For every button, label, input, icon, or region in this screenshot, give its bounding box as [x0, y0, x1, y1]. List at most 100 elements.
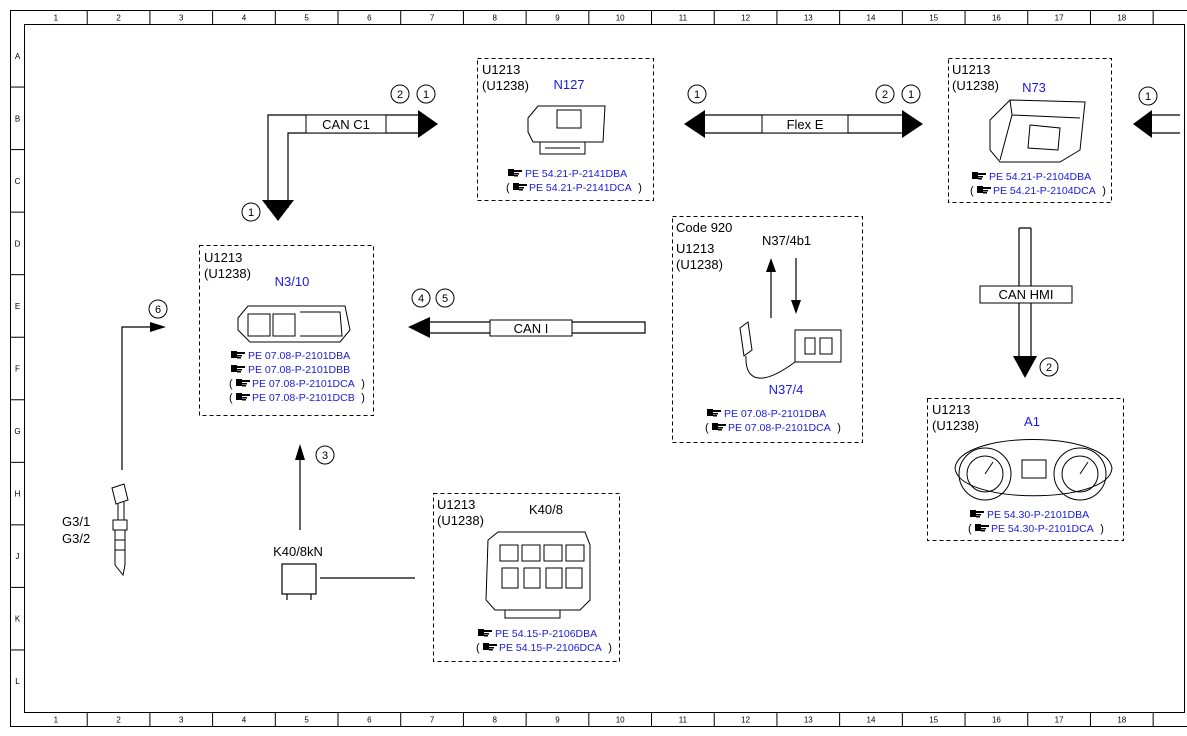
- pointing-hand-icon: [236, 393, 250, 401]
- reference-text[interactable]: PE 54.30-P-2101DBA: [987, 509, 1089, 521]
- row-label: G: [14, 427, 20, 436]
- reference-item[interactable]: (PE 54.21-P-2104DCA): [970, 185, 1106, 197]
- reference-item[interactable]: PE 07.08-P-2101DBB: [231, 364, 350, 376]
- svg-text:3: 3: [322, 450, 328, 462]
- pointing-hand-icon: [513, 183, 527, 191]
- a1-code-alt: (U1238): [932, 418, 979, 433]
- can-hmi-bus: CAN HMI: [979, 227, 1073, 378]
- far-right-bus: [1133, 110, 1180, 138]
- reference-item[interactable]: PE 07.08-P-2101DBA: [231, 350, 350, 362]
- pointing-hand-icon: [970, 510, 984, 518]
- column-label: 3: [179, 716, 184, 725]
- reference-item[interactable]: (PE 54.21-P-2141DCA): [506, 182, 642, 194]
- reference-item[interactable]: PE 54.30-P-2101DBA: [970, 509, 1089, 521]
- reference-text[interactable]: PE 07.08-P-2101DBB: [248, 364, 350, 376]
- n3-10-module-illustration: [237, 305, 351, 343]
- marker-can-hmi-down: 2: [1039, 357, 1059, 377]
- reference-text[interactable]: PE 07.08-P-2101DCA: [252, 378, 355, 390]
- component-n37: Code 920 U1213 (U1238) N37/4b1 N37/4 PE …: [672, 216, 863, 443]
- pointing-hand-icon: [508, 169, 522, 177]
- reference-item[interactable]: ( PE 07.08-P-2101DCA): [229, 378, 365, 390]
- n37-refs: PE 07.08-P-2101DBA (PE 07.08-P-2101DCA): [705, 408, 841, 434]
- open-paren: (: [506, 182, 510, 194]
- pointing-hand-icon: [712, 423, 726, 431]
- pointing-hand-icon: [483, 643, 497, 651]
- column-label: 5: [304, 14, 309, 23]
- row-label: C: [15, 177, 21, 186]
- marker-can-i-a: 4: [411, 288, 431, 308]
- reference-text[interactable]: PE 54.21-P-2141DCA: [529, 182, 632, 194]
- g3-signal-line: [121, 322, 166, 470]
- row-label: F: [15, 365, 20, 374]
- column-label: 12: [741, 716, 750, 725]
- column-label: 14: [867, 716, 876, 725]
- marker-g3-signal: 6: [148, 299, 168, 319]
- can-c1-bus: CAN C1: [262, 110, 438, 221]
- component-k40-8: U1213 (U1238) K40/8 PE 54.15-P-2106DBA(P…: [433, 493, 620, 662]
- reference-item[interactable]: PE 54.21-P-2141DBA: [508, 168, 627, 180]
- column-label: 13: [804, 716, 813, 725]
- reference-text[interactable]: PE 07.08-P-2101DCA: [728, 422, 831, 434]
- n37-code: U1213: [676, 241, 714, 256]
- reference-text[interactable]: PE 54.21-P-2141DBA: [525, 168, 627, 180]
- n127-name: N127: [553, 77, 584, 92]
- column-label: 4: [242, 716, 247, 725]
- reference-item[interactable]: PE 54.15-P-2106DBA: [478, 628, 597, 640]
- column-label: 9: [555, 716, 560, 725]
- svg-text:1: 1: [694, 89, 700, 101]
- n73-refs: PE 54.21-P-2104DBA(PE 54.21-P-2104DCA): [970, 171, 1106, 197]
- reference-text[interactable]: PE 54.30-P-2101DCA: [991, 523, 1094, 535]
- pointing-hand-icon: [236, 379, 250, 387]
- reference-text[interactable]: PE 07.08-P-2101DBA: [248, 350, 350, 362]
- k40-fusebox-illustration: [485, 531, 591, 619]
- k40-name: K40/8: [529, 502, 563, 517]
- n3-10-name: N3/10: [275, 274, 310, 289]
- n3-10-code-alt: (U1238): [204, 266, 251, 281]
- svg-text:1: 1: [248, 207, 254, 219]
- reference-item[interactable]: (PE 54.15-P-2106DCA): [476, 642, 612, 654]
- g3-sensor-illustration: [111, 483, 129, 577]
- column-label: 17: [1055, 14, 1064, 23]
- row-label: E: [15, 302, 20, 311]
- column-label: 12: [741, 14, 750, 23]
- close-paren: ): [361, 378, 365, 390]
- column-label: 18: [1117, 14, 1126, 23]
- n73-name: N73: [1022, 80, 1046, 95]
- reference-text[interactable]: PE 54.21-P-2104DCA: [993, 185, 1096, 197]
- n127-module-illustration: [527, 105, 606, 155]
- pointing-hand-icon: [972, 172, 986, 180]
- reference-item[interactable]: (PE 07.08-P-2101DCA): [705, 422, 841, 434]
- svg-text:2: 2: [882, 89, 888, 101]
- pointing-hand-icon: [231, 365, 245, 373]
- reference-text[interactable]: PE 54.15-P-2106DCA: [499, 642, 602, 654]
- svg-text:1: 1: [1145, 91, 1151, 103]
- k40-code: U1213: [437, 497, 475, 512]
- marker-far-right: 1: [1138, 86, 1158, 106]
- reference-text[interactable]: PE 54.21-P-2104DBA: [989, 171, 1091, 183]
- row-label: K: [15, 615, 21, 624]
- column-label: 15: [929, 716, 938, 725]
- n127-code: U1213: [482, 62, 520, 77]
- open-paren: (: [229, 378, 233, 390]
- column-label: 4: [242, 14, 247, 23]
- can-c1-label: CAN C1: [322, 117, 370, 132]
- marker-can-i-b: 5: [435, 288, 455, 308]
- can-hmi-label: CAN HMI: [999, 287, 1054, 302]
- marker-can-c1-down: 1: [241, 202, 261, 222]
- a1-refs: PE 54.30-P-2101DBA (PE 54.30-P-2101DCA): [968, 509, 1104, 535]
- reference-item[interactable]: (PE 54.30-P-2101DCA): [968, 523, 1104, 535]
- reference-item[interactable]: PE 07.08-P-2101DBA: [707, 408, 826, 420]
- reference-text[interactable]: PE 07.08-P-2101DCB: [252, 392, 355, 404]
- column-label: 10: [616, 14, 625, 23]
- open-paren: (: [970, 185, 974, 197]
- column-label: 14: [867, 14, 876, 23]
- svg-text:1: 1: [423, 89, 429, 101]
- column-label: 8: [493, 14, 498, 23]
- reference-item[interactable]: PE 54.21-P-2104DBA: [972, 171, 1091, 183]
- pointing-hand-icon: [478, 629, 492, 637]
- reference-item[interactable]: (PE 07.08-P-2101DCB): [229, 392, 365, 404]
- reference-text[interactable]: PE 07.08-P-2101DBA: [724, 408, 826, 420]
- reference-text[interactable]: PE 54.15-P-2106DBA: [495, 628, 597, 640]
